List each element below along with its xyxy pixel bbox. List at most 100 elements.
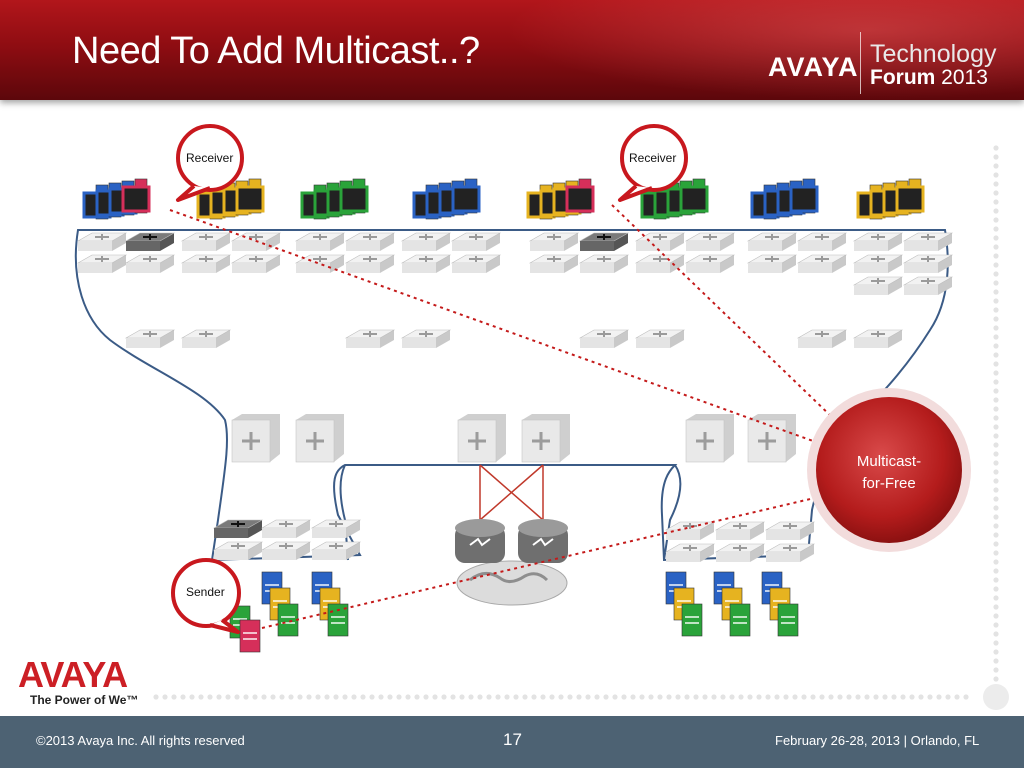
- switch-icon: [852, 276, 904, 295]
- receiver-callout-right: [618, 124, 688, 202]
- sender-label: Sender: [186, 585, 225, 599]
- copyright-text: ©2013 Avaya Inc. All rights reserved: [36, 733, 245, 748]
- server-icon: [277, 603, 299, 637]
- brand-wordmark: AVAYA: [768, 52, 859, 82]
- internet-globe-icon: [456, 560, 568, 606]
- switch-icon: [344, 232, 396, 251]
- pc-group-icon: [412, 178, 481, 220]
- switch-icon: [310, 519, 362, 538]
- switch-icon: [634, 329, 686, 348]
- switch-icon: [260, 541, 312, 560]
- receiver-label-left: Receiver: [186, 151, 234, 165]
- receiver-label-right: Receiver: [629, 151, 677, 165]
- pc-group-icon: [300, 178, 369, 220]
- switch-icon: [260, 519, 312, 538]
- event-date-location: February 26-28, 2013 | Orlando, FL: [775, 733, 980, 748]
- fabric-outline: [74, 229, 949, 562]
- switch-icon: [76, 254, 128, 273]
- wan-router-icon: [455, 519, 505, 563]
- switch-icon: [902, 232, 954, 251]
- switch-icon: [180, 232, 232, 251]
- core-switch-icon: [521, 414, 570, 463]
- multicast-line1: Multicast-: [856, 453, 922, 470]
- switch-icon: [124, 329, 176, 348]
- avaya-logo: AVAYA: [18, 654, 128, 695]
- server-icon: [729, 603, 751, 637]
- core-switch-layer: [231, 414, 796, 463]
- pc-groups: [82, 178, 925, 220]
- pc-group-icon: [526, 178, 595, 220]
- page-number: 17: [503, 730, 522, 749]
- switch-icon: [764, 521, 816, 540]
- footer-bar: [0, 716, 1024, 768]
- slide-title: Need To Add Multicast..?: [72, 30, 480, 72]
- server-groups: [229, 571, 799, 653]
- event-year: 2013: [941, 66, 988, 89]
- switch-icon: [76, 232, 128, 251]
- title-bar: [0, 0, 1024, 100]
- switch-icon: [124, 254, 176, 273]
- switch-icon: [212, 541, 264, 560]
- switch-icon: [664, 521, 716, 540]
- event-forum-word: Forum: [870, 66, 936, 89]
- switch-icon: [310, 541, 362, 560]
- switch-icon: [344, 329, 396, 348]
- receiver-callout-left: [176, 124, 244, 202]
- switch-icon: [852, 254, 904, 273]
- core-outline: [339, 464, 682, 561]
- core-switch-icon: [747, 414, 796, 463]
- switch-icon: [714, 543, 766, 562]
- core-switch-icon: [685, 414, 734, 463]
- event-name-line1: Technology: [870, 40, 997, 68]
- core-switch-icon: [295, 414, 344, 463]
- edge-switch-layer: [76, 232, 954, 295]
- brand-divider: [860, 32, 861, 94]
- pc-group-icon: [82, 178, 151, 220]
- switch-icon: [746, 232, 798, 251]
- switch-icon: [230, 232, 282, 251]
- multicast-flow-lines: [169, 204, 841, 629]
- core-switch-icon: [231, 414, 280, 463]
- pc-group-icon: [750, 178, 819, 220]
- switch-icon: [578, 232, 630, 251]
- switch-icon: [450, 254, 502, 273]
- server-icon: [681, 603, 703, 637]
- datacenter-switch-layer: [212, 519, 816, 562]
- dotted-edge-decoration: [153, 145, 999, 700]
- switch-icon: [764, 543, 816, 562]
- switch-icon: [212, 519, 264, 538]
- switch-icon: [528, 232, 580, 251]
- switch-icon: [400, 232, 452, 251]
- multicast-line2: for-Free: [862, 475, 916, 492]
- switch-icon: [714, 521, 766, 540]
- switch-icon: [852, 329, 904, 348]
- switch-icon: [796, 329, 848, 348]
- switch-icon: [578, 254, 630, 273]
- switch-icon: [634, 254, 686, 273]
- switch-icon: [796, 232, 848, 251]
- switch-icon: [902, 254, 954, 273]
- switch-icon: [852, 232, 904, 251]
- server-icon: [239, 619, 261, 653]
- switch-icon: [528, 254, 580, 273]
- wan-router-icon: [518, 519, 568, 563]
- switch-icon: [294, 254, 346, 273]
- switch-icon: [664, 543, 716, 562]
- network-diagram: [74, 124, 1009, 710]
- aggregation-switch-layer: [124, 329, 904, 348]
- multicast-for-free-label: Multicast- for-Free: [830, 451, 948, 495]
- switch-icon: [450, 232, 502, 251]
- corner-dot: [983, 684, 1009, 710]
- pc-group-icon: [856, 178, 925, 220]
- switch-icon: [902, 276, 954, 295]
- logo-tagline: The Power of We™: [30, 693, 139, 707]
- event-name-line2: Forum 2013: [870, 66, 988, 90]
- switch-icon: [578, 329, 630, 348]
- switch-icon: [684, 232, 736, 251]
- multicast-for-free-badge: [807, 388, 971, 552]
- title-bar-highlight: [504, 0, 1024, 100]
- switch-icon: [230, 254, 282, 273]
- switch-icon: [180, 254, 232, 273]
- switch-icon: [124, 232, 176, 251]
- sender-callout: [171, 558, 241, 634]
